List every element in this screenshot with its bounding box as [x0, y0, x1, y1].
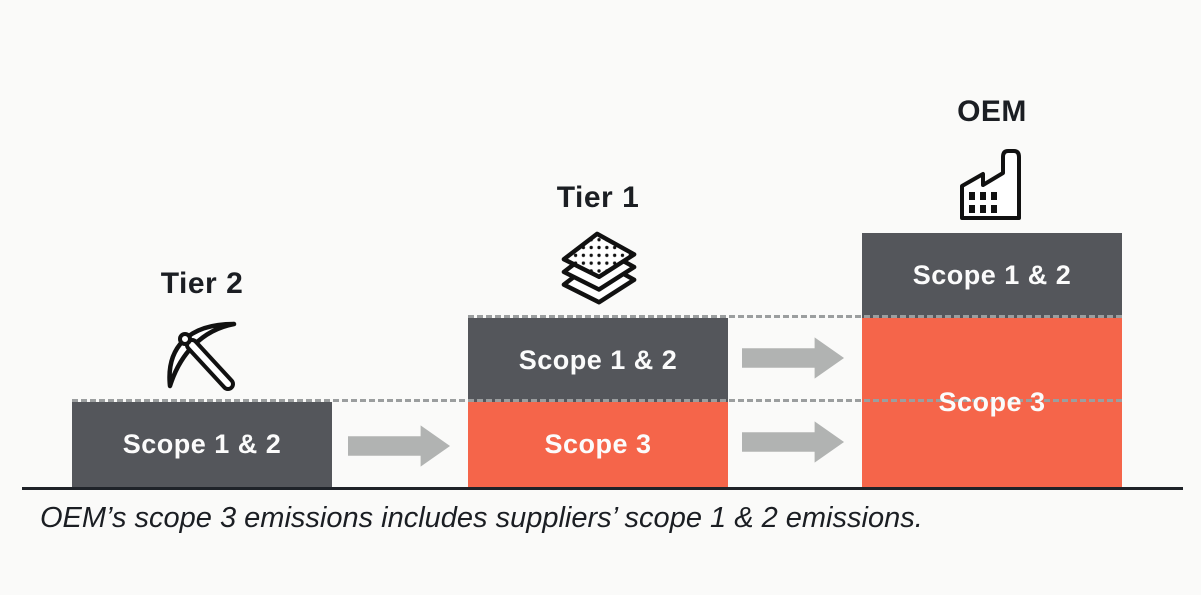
oem-scope3-box: Scope 3 [862, 318, 1122, 487]
dashed-line-tier2-top [72, 399, 1122, 402]
tier2-scope12-label: Scope 1 & 2 [122, 429, 282, 459]
tier1-scope12-label: Scope 1 & 2 [518, 344, 678, 375]
oem-scope3-label: Scope 3 [938, 387, 1046, 417]
factory-icon [960, 149, 1021, 220]
arrow-tier1-to-oem-upper-icon [742, 337, 845, 379]
tier1-scope3-label: Scope 3 [544, 429, 652, 459]
layers-icon [561, 231, 637, 305]
tier2-title: Tier 2 [160, 267, 244, 300]
arrow-tier2-to-tier1-icon [348, 425, 451, 467]
tier1-title: Tier 1 [556, 181, 640, 214]
dashed-line-tier1-top [468, 315, 1122, 318]
tier1-scope3-box: Scope 3 [468, 402, 728, 487]
oem-scope12-label: Scope 1 & 2 [912, 260, 1072, 290]
tier1-scope12-box: Scope 1 & 2 [468, 318, 728, 402]
pickaxe-icon [167, 321, 237, 391]
tier2-scope12-box: Scope 1 & 2 [72, 402, 332, 487]
ground-baseline [22, 487, 1183, 490]
caption-text: OEM’s scope 3 emissions includes supplie… [40, 502, 923, 534]
arrow-tier1-to-oem-lower-icon [742, 421, 845, 463]
oem-scope12-box: Scope 1 & 2 [862, 233, 1122, 318]
oem-title: OEM [957, 95, 1027, 128]
